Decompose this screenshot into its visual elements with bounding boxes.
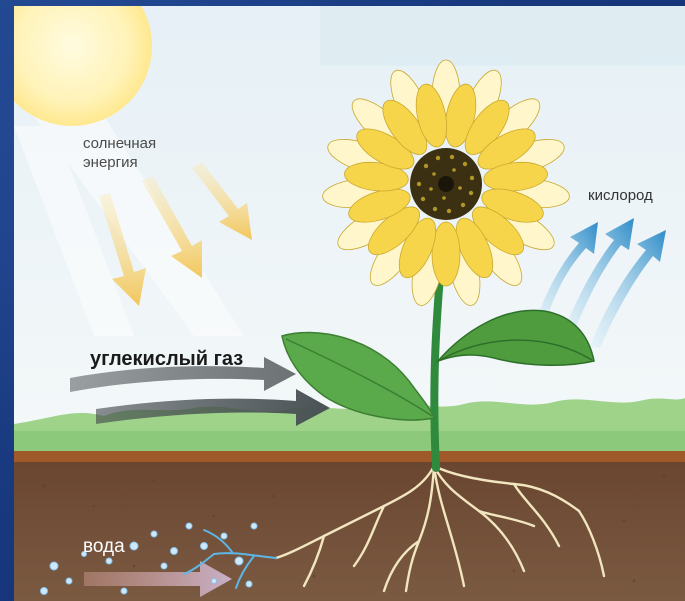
oxygen-label: кислород: [588, 187, 653, 204]
solar-energy-label: солнечная энергия: [83, 134, 156, 172]
photosynthesis-diagram: солнечная энергия кислород углекислый га…: [14, 6, 685, 601]
sky-panel: [320, 6, 685, 66]
water-label: вода: [83, 536, 125, 558]
carbon-dioxide-label: углекислый газ: [90, 348, 243, 371]
